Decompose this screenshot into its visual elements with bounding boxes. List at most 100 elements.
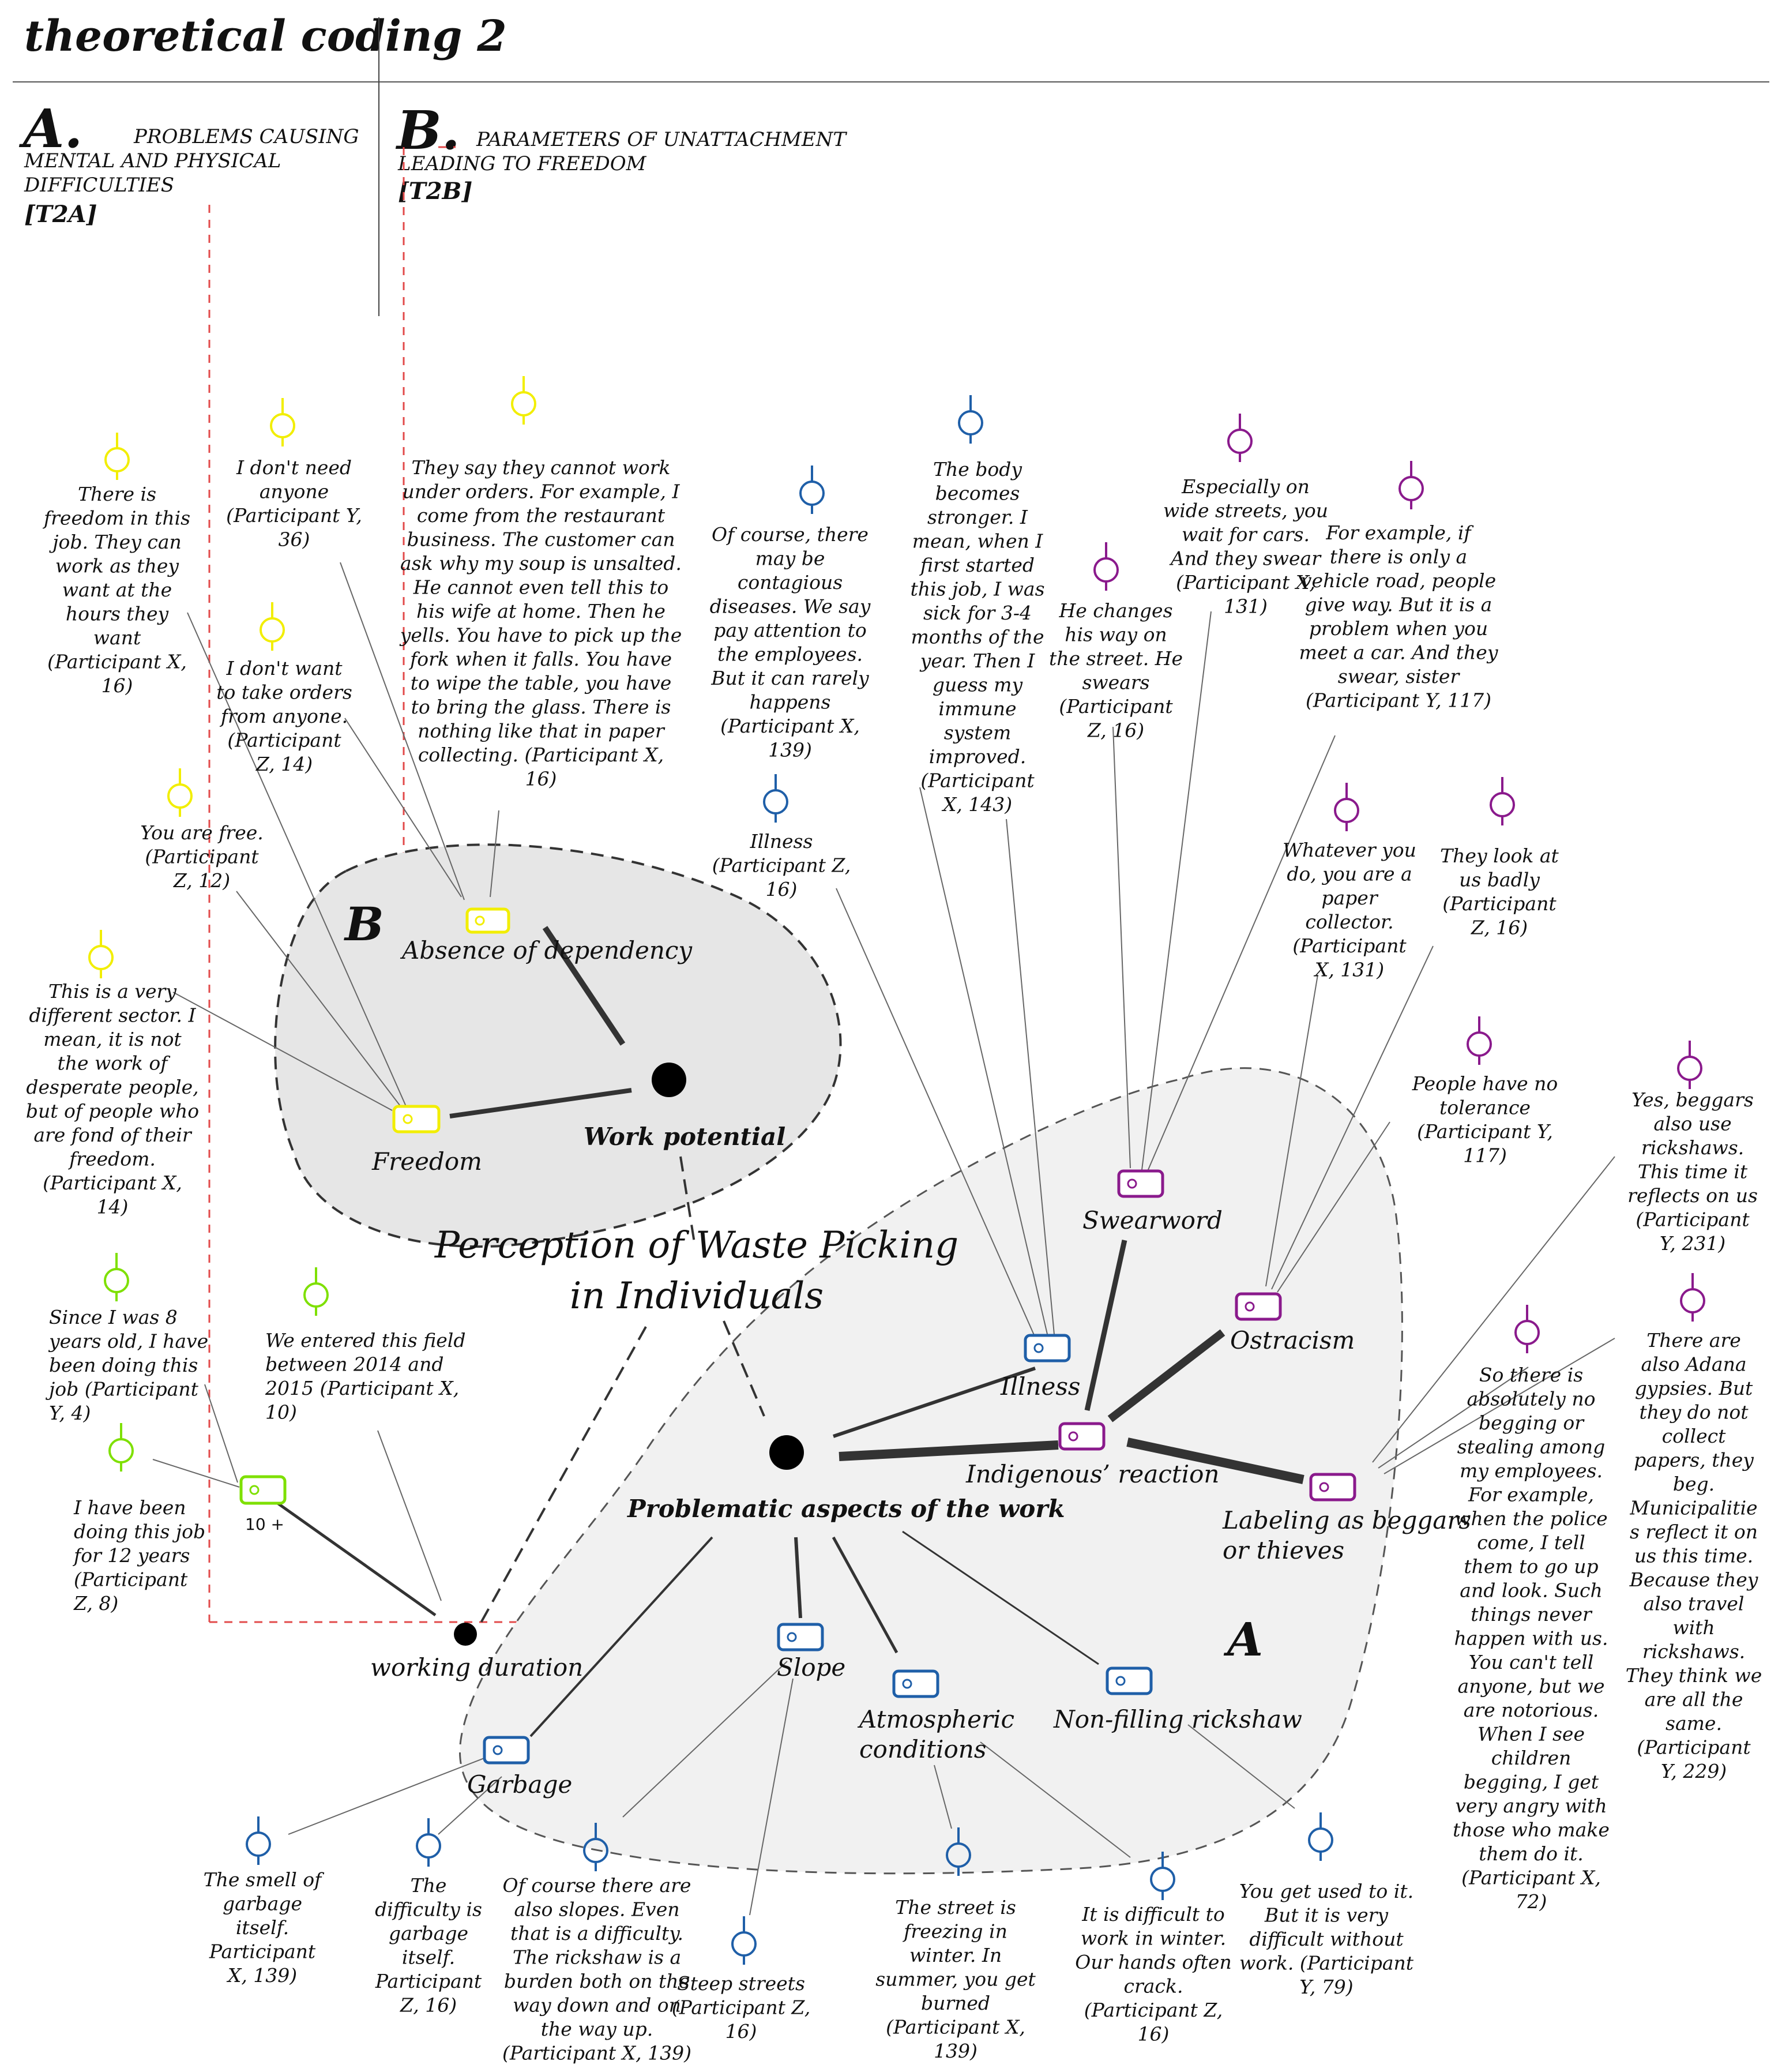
working-duration-hub xyxy=(454,1623,477,1646)
quote-line: The smell of xyxy=(204,1868,325,1891)
quote-line: 16) xyxy=(525,768,557,790)
quote-line: for 12 years xyxy=(72,1544,190,1567)
quote-line: X, 143) xyxy=(941,793,1012,816)
quote-line: Z, 16) xyxy=(400,1994,457,2017)
quote-line: mean, when I xyxy=(912,530,1044,553)
code-tag-labeling xyxy=(1309,1473,1356,1502)
quote-line: happen with us. xyxy=(1454,1627,1608,1650)
quote-line: 10) xyxy=(265,1401,297,1424)
quote-line: work in winter. xyxy=(1081,1927,1226,1950)
quote-line: different sector. I xyxy=(29,1004,196,1027)
quote-line: stronger. I xyxy=(927,506,1028,528)
quote-line: when the police xyxy=(1454,1507,1607,1530)
quote-line: business. The customer can xyxy=(407,528,675,551)
quote-line: (Participant X, 139) xyxy=(502,2042,691,2065)
quote-line: The xyxy=(411,1874,447,1897)
quote-line: collecting. (Participant X, xyxy=(418,744,664,766)
quote-line: 131) xyxy=(1224,595,1268,618)
section-b-title-line: LEADING TO FREEDOM xyxy=(397,152,647,175)
quote-line: very angry with xyxy=(1455,1795,1607,1817)
quote-line: under orders. For example, I xyxy=(403,481,681,503)
quote-line: (Participant Y, xyxy=(226,504,362,527)
quote-line: same. xyxy=(1666,1712,1722,1735)
non-filling-rickshaw-label: Non-filling rickshaw xyxy=(1053,1705,1302,1733)
quote-line: (Participant xyxy=(74,1568,188,1591)
quote-line: pay attention to xyxy=(713,619,866,641)
quote-line: freedom in this xyxy=(42,507,190,530)
quote-line: are fond of their xyxy=(33,1124,193,1146)
core-links xyxy=(276,926,1304,1737)
region-a-blob xyxy=(459,1067,1403,1875)
quote-line: 2015 (Participant X, xyxy=(265,1377,459,1399)
quote-line: But it can rarely xyxy=(710,667,869,689)
quote-line: from anyone. xyxy=(219,705,348,727)
page-title: theoretical coding 2 xyxy=(24,12,507,61)
quote-line: this job, I was xyxy=(910,578,1044,600)
working-duration-tag: 10 + xyxy=(245,1515,284,1534)
code-tag-indigenous xyxy=(1058,1422,1106,1451)
quote-line: winter. In xyxy=(909,1944,1002,1966)
quote-line: tolerance xyxy=(1439,1097,1531,1119)
quote-line: (Participant xyxy=(920,770,1035,792)
quote-line: They say they cannot work xyxy=(411,456,670,479)
code-tag-working-duration xyxy=(239,1475,287,1505)
quote-line: Y, 229) xyxy=(1661,1760,1727,1782)
quote-line: 72) xyxy=(1516,1890,1547,1913)
quote-line: vehicle road, people xyxy=(1301,569,1496,592)
quote-line: begging or xyxy=(1479,1412,1585,1434)
quote-line: collect xyxy=(1662,1425,1726,1447)
quote-line: also Adana xyxy=(1641,1353,1746,1376)
quote-line: swears xyxy=(1082,671,1149,694)
quote-line: rickshaws. xyxy=(1641,1136,1744,1159)
quote-line: Municipalitie xyxy=(1629,1497,1757,1519)
quote-line: do, you are a xyxy=(1287,863,1412,885)
quote-line: 16) xyxy=(1138,2023,1170,2045)
quote-line: (Participant Y, xyxy=(1417,1120,1553,1143)
quote-line: itself. xyxy=(236,1916,289,1939)
center-label-line: in Individuals xyxy=(570,1275,824,1317)
quote-line: summer, you get xyxy=(875,1968,1036,1991)
quote-line: (Participant X, xyxy=(1176,571,1315,594)
quote-line: 36) xyxy=(279,528,310,551)
swearword-label: Swearword xyxy=(1082,1206,1223,1234)
section-a-title-line: MENTAL AND PHYSICAL xyxy=(24,149,281,172)
quote-line: (Participant Z, xyxy=(672,1996,811,2019)
section-b-tag: [T2B] xyxy=(398,178,472,205)
quote-line: been doing this xyxy=(49,1354,198,1376)
quote-line: us badly xyxy=(1459,869,1540,891)
quote-line: X, 139) xyxy=(226,1964,297,1987)
quote-line: with xyxy=(1672,1616,1715,1639)
absence-of-dependency-label: Absence of dependency xyxy=(400,936,693,964)
section-a-title-line: PROBLEMS CAUSING xyxy=(133,125,359,148)
quote-line: way down and on xyxy=(513,1994,681,2017)
freedom-label: Freedom xyxy=(371,1147,482,1176)
quote-line: Illness xyxy=(750,830,813,853)
quote-line: (Participant Z, xyxy=(712,854,851,877)
quote-line: begging, I get xyxy=(1464,1771,1599,1793)
quote-line: Z, 8) xyxy=(73,1592,118,1615)
section-a-letter: A. xyxy=(18,97,82,160)
quote-line: months of the xyxy=(911,626,1044,648)
quote-line: and look. Such xyxy=(1460,1579,1602,1602)
quote-line: anyone, but we xyxy=(1457,1675,1604,1698)
quote-line: 139) xyxy=(934,2040,978,2062)
quote-line: He changes xyxy=(1058,599,1172,622)
quote-line: contagious xyxy=(738,571,843,594)
quote-line: burden both on the xyxy=(504,1970,690,1992)
quote-line: People have no xyxy=(1412,1072,1558,1095)
quote-line: ask why my soup is unsalted. xyxy=(400,552,682,575)
code-tag-illness xyxy=(1024,1334,1071,1362)
code-tag-slope xyxy=(777,1623,824,1651)
quote-line: those who make xyxy=(1453,1819,1610,1841)
